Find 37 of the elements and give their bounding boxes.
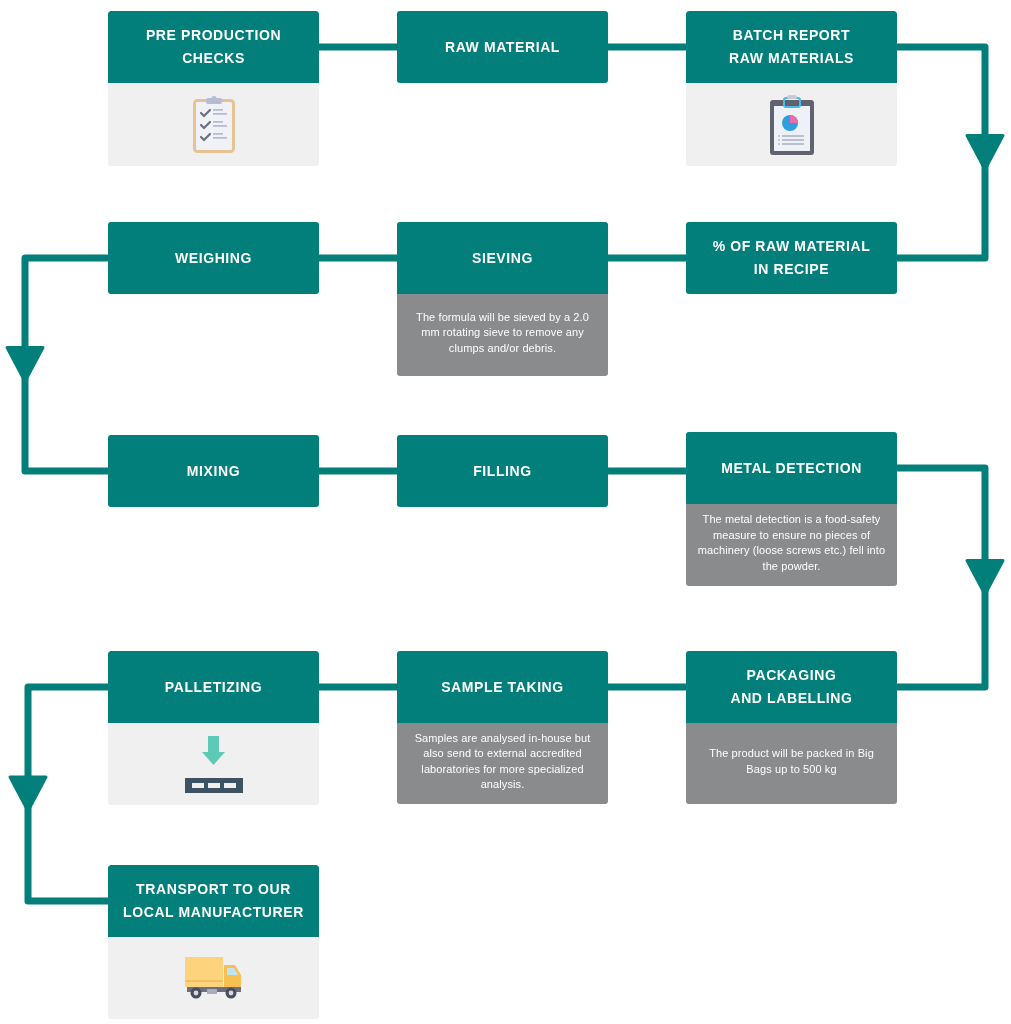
connector-line bbox=[319, 467, 397, 475]
step-title: TRANSPORT TO OUR LOCAL MANUFACTURER bbox=[108, 865, 319, 937]
process-card bbox=[108, 865, 319, 1019]
process-card bbox=[108, 651, 319, 805]
connector-line bbox=[608, 683, 686, 691]
step-title: BATCH REPORT RAW MATERIALS bbox=[686, 11, 897, 83]
step-title: PACKAGING AND LABELLING bbox=[686, 651, 897, 723]
process-card bbox=[397, 222, 608, 376]
flow-arrow bbox=[897, 464, 1005, 691]
step-description: The formula will be sieved by a 2.0 mm rotating sieve to remove any clumps and/or debris. bbox=[415, 309, 590, 356]
process-card bbox=[686, 432, 897, 586]
connector-line bbox=[608, 467, 686, 475]
step-title: WEIGHING bbox=[108, 222, 319, 294]
process-card bbox=[397, 651, 608, 804]
process-card bbox=[686, 11, 897, 166]
connector-line bbox=[319, 254, 397, 262]
step-description: The metal detection is a food-safety measure to ensure no pieces of machinery (loose screws etc.) fell into the powder. bbox=[696, 512, 887, 574]
step-title: % OF RAW MATERIAL IN RECIPE bbox=[686, 222, 897, 294]
step-title: METAL DETECTION bbox=[686, 432, 897, 504]
flow-arrow bbox=[897, 43, 1005, 262]
connector-line bbox=[319, 683, 397, 691]
process-card bbox=[108, 11, 319, 166]
flow-arrow bbox=[8, 683, 108, 905]
step-description: The product will be packed in Big Bags up to 500 kg bbox=[708, 746, 875, 777]
process-card bbox=[686, 651, 897, 804]
step-title: PRE PRODUCTION CHECKS bbox=[108, 11, 319, 83]
connector-line bbox=[608, 43, 686, 51]
step-title: RAW MATERIAL bbox=[397, 11, 608, 83]
connector-line bbox=[319, 43, 397, 51]
flow-arrow bbox=[5, 254, 108, 475]
step-title: MIXING bbox=[108, 435, 319, 507]
step-description: Samples are analysed in-house but also send to external accredited laboratories for more specialized analysis. bbox=[413, 730, 592, 792]
connector-line bbox=[608, 254, 686, 262]
step-title: SIEVING bbox=[397, 222, 608, 294]
step-title: FILLING bbox=[397, 435, 608, 507]
step-title: SAMPLE TAKING bbox=[397, 651, 608, 723]
step-title: PALLETIZING bbox=[108, 651, 319, 723]
